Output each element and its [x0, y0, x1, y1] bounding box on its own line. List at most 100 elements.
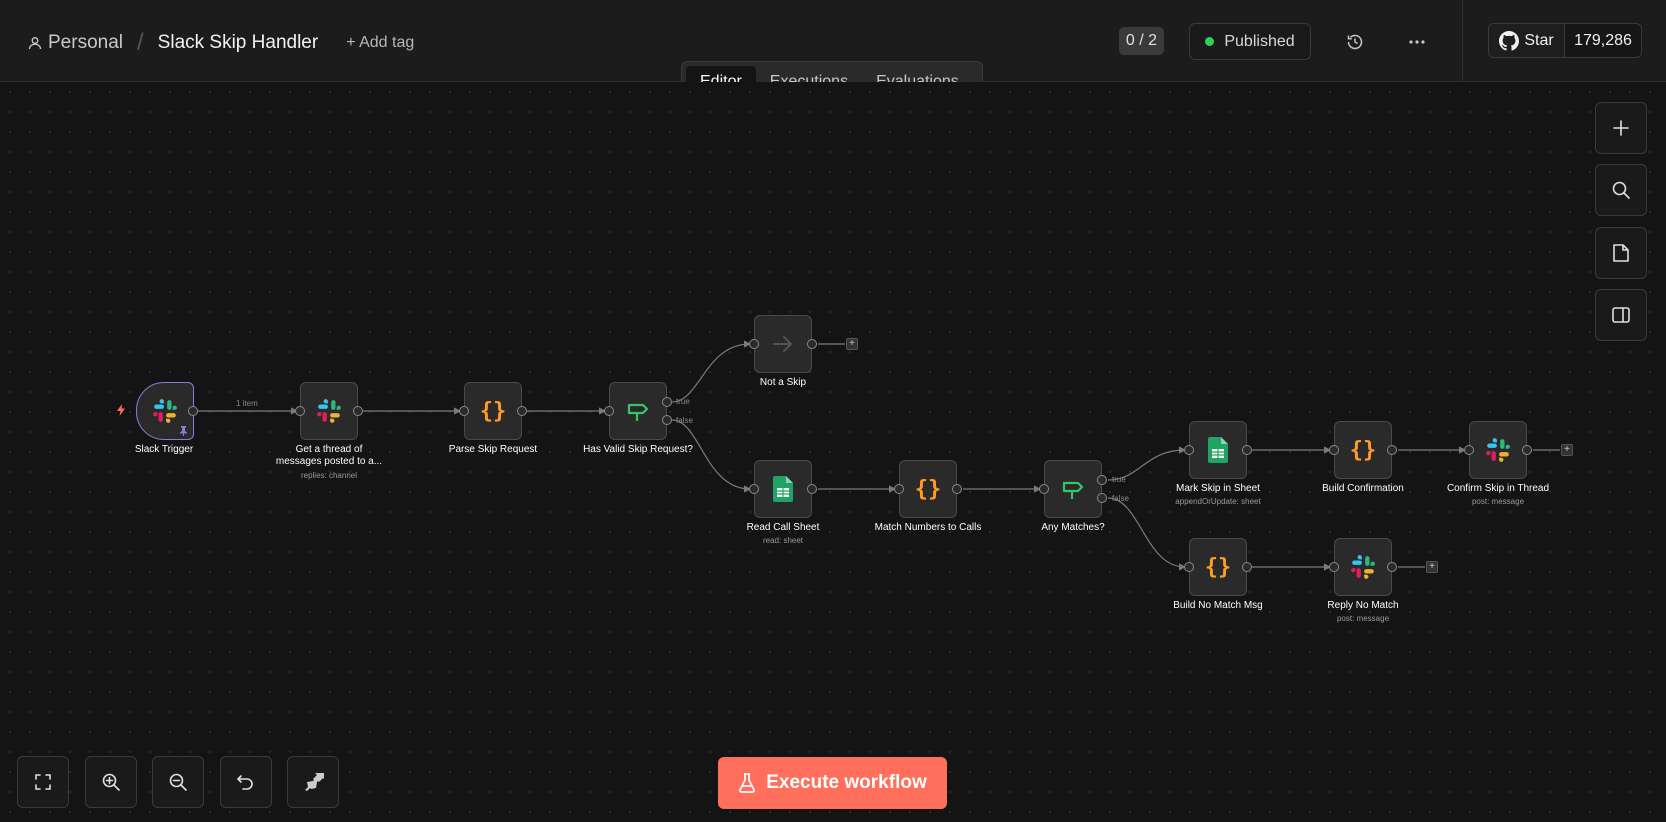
input-handle[interactable] — [1464, 445, 1474, 455]
svg-text:{}: {} — [1350, 438, 1377, 463]
github-star-widget[interactable]: Star 179,286 — [1488, 23, 1642, 58]
input-handle[interactable] — [1039, 484, 1049, 494]
output-handle[interactable] — [952, 484, 962, 494]
status-label: Published — [1224, 32, 1295, 50]
github-icon — [1499, 30, 1520, 51]
input-handle[interactable] — [894, 484, 904, 494]
edge-if-true-to-read-sheet — [671, 419, 752, 493]
github-star-button[interactable]: Star — [1489, 24, 1565, 57]
code-braces-icon: {} — [1350, 438, 1377, 463]
user-icon — [28, 37, 42, 50]
zoom-in-button[interactable] — [85, 756, 137, 808]
edge-label-true: true — [676, 397, 690, 406]
node-label: Not a Skip — [759, 377, 807, 388]
sidebar-panel-icon — [1612, 307, 1630, 323]
output-handle[interactable] — [517, 406, 527, 416]
output-handle-true[interactable] — [662, 397, 672, 407]
add-node-button[interactable]: + — [1561, 444, 1573, 456]
input-handle[interactable] — [459, 406, 469, 416]
lightning-icon — [117, 404, 125, 416]
output-handle[interactable] — [1522, 445, 1532, 455]
project-label: Personal — [48, 32, 123, 53]
edge-label-false: false — [676, 416, 693, 425]
output-handle-false[interactable] — [662, 415, 672, 425]
node-label: Build Confirmation — [1322, 483, 1404, 494]
zoom-out-button[interactable] — [152, 756, 204, 808]
add-node-button[interactable]: + — [846, 338, 858, 350]
active-count-badge: 0 / 2 — [1119, 27, 1164, 55]
node-parse-skip-request[interactable]: {} — [464, 382, 522, 440]
node-subtitle: post: message — [1471, 497, 1525, 506]
toggle-panel-button[interactable] — [1595, 289, 1647, 341]
node-confirm-skip-in-thread[interactable] — [1469, 421, 1527, 479]
output-handle[interactable] — [807, 339, 817, 349]
node-not-a-skip[interactable] — [754, 315, 812, 373]
slack-icon — [153, 399, 177, 423]
svg-text:{}: {} — [480, 399, 507, 424]
code-braces-icon: {} — [1205, 555, 1232, 580]
input-handle[interactable] — [749, 339, 759, 349]
input-handle[interactable] — [604, 406, 614, 416]
broom-icon — [305, 773, 324, 791]
add-sticky-note-button[interactable] — [1595, 227, 1647, 279]
fit-view-button[interactable] — [17, 756, 69, 808]
output-handle[interactable] — [353, 406, 363, 416]
output-handle[interactable] — [807, 484, 817, 494]
node-label: Any Matches? — [1041, 522, 1105, 533]
node-label-line: messages posted to a... — [275, 456, 383, 467]
output-handle[interactable] — [1387, 562, 1397, 572]
undo-button[interactable] — [220, 756, 272, 808]
output-handle[interactable] — [1387, 445, 1397, 455]
input-handle[interactable] — [295, 406, 305, 416]
node-label: Has Valid Skip Request? — [583, 444, 693, 455]
history-icon[interactable] — [1343, 30, 1367, 54]
github-star-count: 179,286 — [1574, 31, 1632, 49]
input-handle[interactable] — [1184, 562, 1194, 572]
output-handle[interactable] — [188, 406, 198, 416]
fullscreen-icon — [35, 774, 51, 790]
status-dot — [1205, 37, 1215, 46]
node-build-no-match-msg[interactable]: {} — [1189, 538, 1247, 596]
input-handle[interactable] — [1329, 445, 1339, 455]
zoom-out-icon — [169, 773, 187, 791]
tidy-up-button[interactable] — [287, 756, 339, 808]
output-handle-true[interactable] — [1097, 475, 1107, 485]
sticky-note-icon — [1613, 244, 1629, 262]
node-any-matches[interactable] — [1044, 460, 1102, 518]
search-nodes-button[interactable] — [1595, 164, 1647, 216]
slack-icon — [1486, 438, 1510, 462]
input-handle[interactable] — [749, 484, 759, 494]
node-subtitle: post: message — [1336, 614, 1390, 623]
edge-any-false-to-build-no-match — [1107, 497, 1187, 571]
node-label: Read Call Sheet — [746, 522, 820, 533]
add-node-button[interactable]: + — [1426, 561, 1438, 573]
node-label: Parse Skip Request — [448, 444, 538, 455]
svg-text:{}: {} — [915, 477, 942, 502]
node-build-confirmation[interactable]: {} — [1334, 421, 1392, 479]
workflow-canvas[interactable]: 1 item true false true false Slack Trigg… — [0, 82, 1666, 822]
node-label: Confirm Skip in Thread — [1446, 483, 1550, 494]
more-options-icon[interactable] — [1405, 30, 1429, 54]
input-handle[interactable] — [1329, 562, 1339, 572]
node-read-call-sheet[interactable] — [754, 460, 812, 518]
add-tag-button[interactable]: + Add tag — [346, 34, 415, 51]
node-match-numbers[interactable]: {} — [899, 460, 957, 518]
breadcrumb-project[interactable]: Personal — [28, 32, 123, 54]
plus-icon — [1613, 120, 1629, 136]
input-handle[interactable] — [1184, 445, 1194, 455]
workflow-title[interactable]: Slack Skip Handler — [157, 32, 319, 53]
google-sheets-icon — [773, 476, 793, 502]
node-reply-no-match[interactable] — [1334, 538, 1392, 596]
connection-lines — [198, 340, 1560, 571]
execute-workflow-button[interactable]: Execute workflow — [718, 757, 947, 809]
add-node-panel-button[interactable] — [1595, 102, 1647, 154]
node-slack-trigger[interactable] — [136, 382, 194, 440]
output-handle[interactable] — [1242, 562, 1252, 572]
output-handle[interactable] — [1242, 445, 1252, 455]
node-get-thread[interactable] — [300, 382, 358, 440]
output-handle-false[interactable] — [1097, 493, 1107, 503]
node-has-valid-skip[interactable] — [609, 382, 667, 440]
published-button[interactable]: Published — [1189, 23, 1311, 60]
node-mark-skip-in-sheet[interactable] — [1189, 421, 1247, 479]
